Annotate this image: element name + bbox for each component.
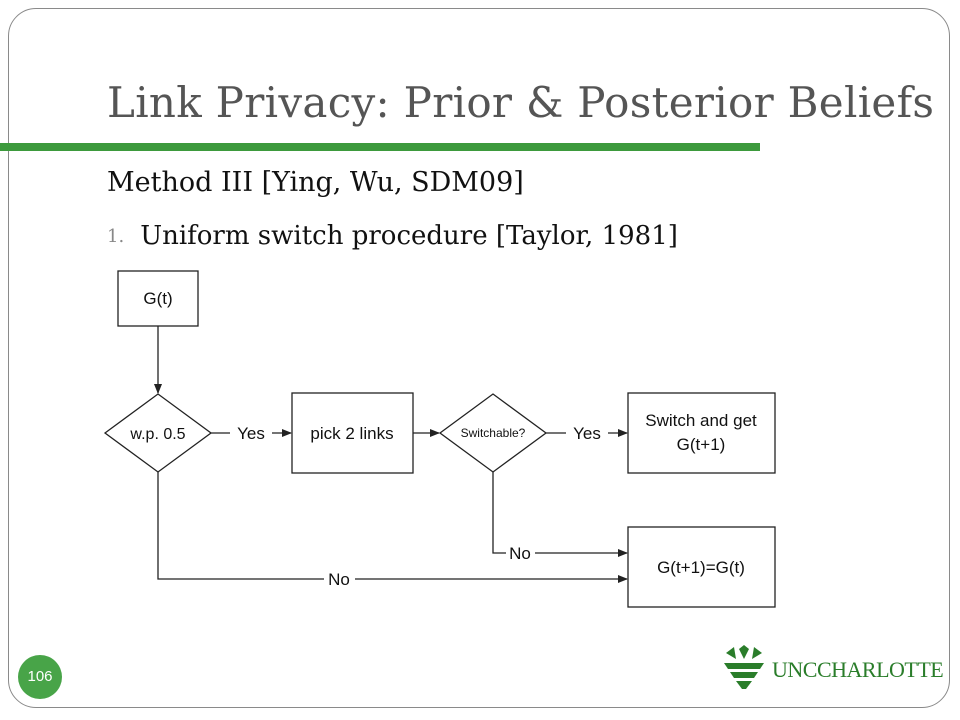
page-number-badge: 106 (18, 655, 62, 699)
edge-yes2-label: Yes (573, 424, 601, 443)
list-item-text: Uniform switch procedure [Taylor, 1981] (140, 221, 678, 251)
slide-title: Link Privacy: Prior & Posterior Beliefs (107, 78, 935, 127)
edge-no-wp-label: No (328, 570, 350, 589)
university-logo: UNCCHARLOTTE (720, 645, 944, 691)
switch-node-label-line2: G(t+1) (677, 435, 726, 454)
decision-wp-label: w.p. 0.5 (129, 426, 185, 443)
edge-yes1-label: Yes (237, 424, 265, 443)
start-node (117, 270, 199, 327)
list-item-number: 1. (107, 226, 125, 247)
title-underline (0, 143, 760, 151)
list-item: 1. Uniform switch procedure [Taylor, 1981… (107, 221, 678, 251)
switch-node-label-line1: Switch and get (645, 411, 757, 430)
edge-no-switchable-left (492, 472, 506, 554)
crown-crest-icon (724, 645, 764, 689)
no-change-node-label: G(t+1)=G(t) (657, 558, 745, 577)
start-node-label: G(t) (143, 289, 172, 308)
pick-links-label: pick 2 links (310, 424, 393, 443)
method-heading: Method III [Ying, Wu, SDM09] (107, 167, 524, 198)
slide-frame (8, 8, 950, 708)
pick-links-node (291, 392, 414, 474)
logo-text: UNCCHARLOTTE (772, 657, 944, 682)
switch-node (627, 392, 776, 474)
edge-no-wp-left (157, 472, 324, 580)
no-change-node (627, 526, 776, 608)
edge-no-switchable-label: No (509, 544, 531, 563)
decision-switchable-label: Switchable? (461, 426, 526, 440)
